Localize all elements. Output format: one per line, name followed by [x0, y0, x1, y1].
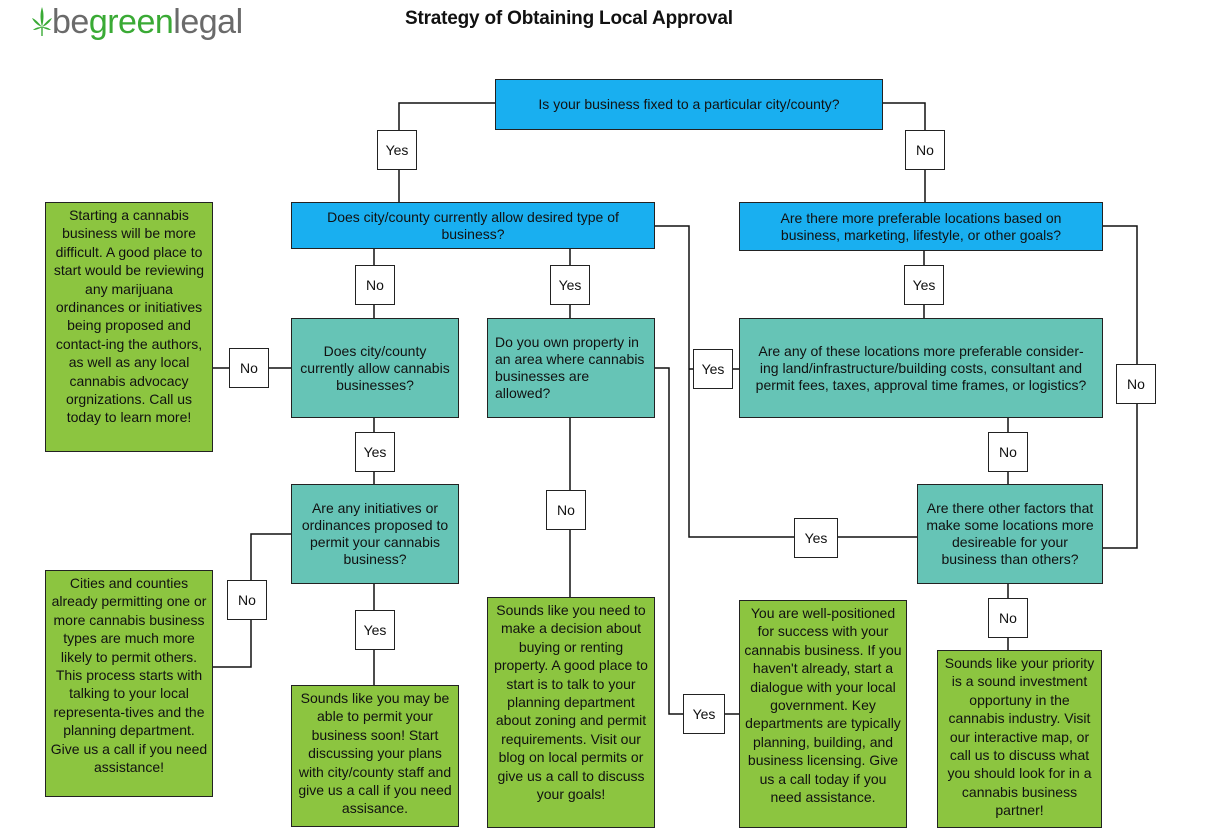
question-own-property: Do you own property in an area where can…	[487, 318, 655, 418]
label-yes: Yes	[355, 610, 395, 650]
label-no: No	[355, 265, 395, 305]
label-no: No	[229, 348, 269, 388]
outcome-well-positioned: You are well-positioned for success with…	[739, 600, 907, 828]
label-yes: Yes	[794, 518, 838, 558]
label-no: No	[546, 490, 586, 530]
question-initiatives: Are any initiatives or ordinances propos…	[291, 484, 459, 584]
question-preferable-locations: Are there more preferable locations base…	[739, 202, 1103, 251]
outcome-more-difficult: Starting a cannabis business will be mor…	[45, 202, 213, 452]
label-yes: Yes	[377, 130, 417, 170]
cannabis-leaf-icon	[32, 7, 52, 36]
label-yes: Yes	[683, 694, 725, 734]
outcome-cities-permitting: Cities and counties already permitting o…	[45, 570, 213, 797]
question-fixed-location: Is your business fixed to a particular c…	[495, 79, 883, 130]
label-no: No	[988, 598, 1028, 638]
label-no: No	[1116, 364, 1156, 404]
label-no: No	[988, 432, 1028, 472]
question-allow-business-type: Does city/county currently allow desired…	[291, 202, 655, 249]
question-other-factors: Are there other factors that make some l…	[917, 484, 1103, 584]
question-allow-cannabis: Does city/county currently allow cannabi…	[291, 318, 459, 418]
label-no: No	[905, 130, 945, 170]
logo-wordmark: begreenlegal	[52, 3, 243, 41]
label-yes: Yes	[550, 265, 590, 305]
label-no: No	[227, 580, 267, 620]
page-title: Strategy of Obtaining Local Approval	[405, 8, 733, 29]
label-yes: Yes	[355, 432, 395, 472]
outcome-sound-investment: Sounds like your priority is a sound inv…	[937, 650, 1102, 828]
label-yes: Yes	[904, 265, 944, 305]
begreenlegal-logo[interactable]: begreenlegal	[32, 2, 243, 42]
outcome-buy-or-rent: Sounds like you need to make a decision …	[487, 597, 655, 828]
outcome-permit-soon: Sounds like you may be able to permit yo…	[291, 685, 459, 827]
label-yes: Yes	[693, 349, 733, 389]
question-cost-preferable: Are any of these locations more preferab…	[739, 318, 1103, 418]
